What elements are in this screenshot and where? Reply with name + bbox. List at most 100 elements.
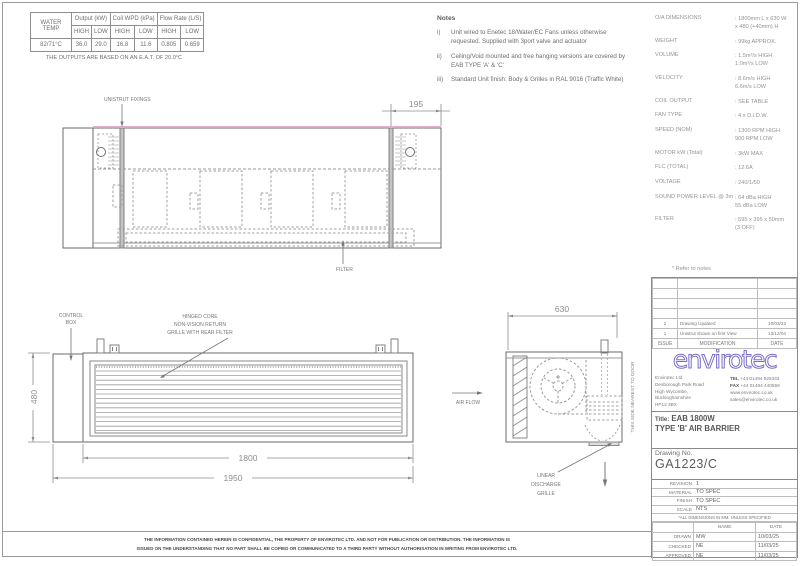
flow-rate-header: Flow Rate (L/S) (156, 12, 205, 26)
spec-row: WEIGHT : 99kg APPROX. (655, 38, 797, 46)
drawing-fields: REVISION 1 MATERIAL TO SPEC FINISH TO SP… (652, 480, 797, 514)
spec-row: VOLTAGE : 240/1/50 (655, 179, 797, 187)
note-item: ii) Ceiling/Void mounted and free hangin… (437, 53, 637, 71)
fax-value: +44 01494 440559 (740, 383, 780, 389)
sign-role: DRAWN (652, 531, 694, 542)
spec-row: VOLUME : 1.5m³/s HIGH 1.0m³/s LOW (655, 52, 797, 68)
fixing-hole-left (96, 147, 106, 157)
water-temp-header: WATER TEMP (30, 12, 72, 39)
sign-off-table: NAME DATE DRAWN MW 10/03/25 CHECKED NE 1… (652, 522, 797, 561)
unistrut-left (119, 127, 125, 249)
flow-low: 0.659 (180, 38, 205, 52)
grille-leader (160, 337, 229, 378)
grille-frame (89, 360, 408, 437)
high-label: HIGH (109, 25, 135, 39)
spec-label: SPEED (NOM) (655, 126, 693, 133)
sign-role: CHECKED (652, 541, 694, 552)
envirotec-logo: envirotec (672, 349, 778, 373)
unistrut-arrow (120, 104, 124, 127)
low-label: LOW (91, 25, 111, 39)
spec-value: : 8.6m/s HIGH 6.6m/s LOW (735, 76, 771, 91)
grille-hatch (512, 356, 528, 437)
spec-row: VELOCITY : 8.6m/s HIGH 6.6m/s LOW (655, 75, 797, 91)
side-bracket (600, 339, 609, 354)
discharge-label-2: DISCHARGE (531, 482, 561, 488)
dim-1800-text: 1800 (239, 453, 258, 463)
fixing-tabs (96, 338, 399, 354)
sign-role: APPROVED (652, 550, 694, 561)
field-row-finish: FINISH TO SPEC (652, 496, 797, 506)
front-view: 480 1800 (28, 313, 414, 483)
title-block: 2 Drawing Updated 10/03/23 1 Unistrut sh… (651, 277, 798, 561)
drawing-title-line2: TYPE 'B' AIR BARRIER (655, 424, 740, 434)
spec-label: COIL OUTPUT (655, 97, 693, 104)
spec-label: VOLUME (655, 52, 679, 59)
note-text: Standard Unit finish: Body & Grilles in … (451, 76, 624, 84)
notes-heading: Notes (437, 15, 456, 22)
coil-wpd-header: Coil WPD (kPa) (109, 12, 158, 26)
plan-end-cap (62, 127, 94, 249)
side-unit-outline (505, 351, 623, 443)
dim-480-text: 480 (29, 390, 39, 404)
grille-louvres (96, 370, 401, 431)
field-label: SCALE (652, 505, 694, 514)
dim-195 (382, 104, 450, 126)
spec-value: : 1800mm L x 630 W x 480 (+40mm) H (735, 16, 787, 31)
dim-480 (28, 352, 50, 443)
dim-195-text: 195 (409, 99, 423, 109)
revision-empty-row (652, 288, 797, 299)
control-box-arrow (69, 328, 73, 361)
high-label: HIGH (156, 25, 182, 39)
spec-value: : 3kW MAX (735, 150, 763, 157)
spec-row: FILTER : 595 x 395 x 50mm (3 OFF) (655, 216, 797, 232)
spec-row: SPEED (NOM) : 1300 RPM HIGH 900 RPM LOW (655, 127, 797, 143)
spec-value: : 64 dBa HIGH 55 dBa LOW (735, 194, 772, 209)
plan-unit-outline (92, 127, 442, 249)
grille-label-2: NON-VISION RETURN (174, 322, 226, 328)
low-label: LOW (180, 25, 205, 39)
drawing-no-value: GA1223/C (655, 457, 718, 471)
title-label: Title: (655, 417, 670, 423)
spec-label: FILTER (655, 216, 674, 223)
grille-label-1: HINGED CORE (182, 314, 218, 320)
email: sales@envirotec.co.uk (730, 397, 778, 403)
tel-value: +44 01494 525342 (740, 376, 780, 381)
dimensions-note: *ALL DIMENSIONS IN MM. UNLESS SPECIFIED (652, 514, 797, 522)
drawing-title-line1: EAB 1800W (671, 414, 715, 423)
spec-label: WEIGHT (655, 37, 678, 44)
plan-filter (117, 228, 415, 247)
spec-label: FAN TYPE (655, 112, 682, 119)
spec-label: VELOCITY (655, 75, 683, 82)
side-view: 630 AIR FLOW LINEAR DISCHARGE GRILLE THI… (452, 304, 636, 497)
sign-date: 10/03/25 (755, 531, 797, 542)
revision-empty-row (652, 298, 797, 309)
note-item: i) Unit wired to Enetec 18/Water/EC Fans… (437, 29, 637, 47)
disclaimer-line-2: ISSUED ON THE UNDERSTANDING THAT NO PART… (136, 545, 518, 551)
discharge-grille (584, 424, 621, 446)
sign-header-row: NAME DATE (652, 522, 797, 533)
fax-line: FAX +44 01494 440559 (730, 382, 794, 389)
modification-header: MODIFICATION (677, 338, 758, 349)
spec-value: : 240/1/50 (735, 179, 760, 186)
refer-to-notes: * Refer to notes (672, 266, 711, 272)
date-header: DATE (755, 522, 797, 533)
sign-row-approved: APPROVED NE 11/03/25 (652, 550, 797, 561)
water-table-section: WATER TEMP Output (kW) Coil WPD (kPa) Fl… (30, 12, 205, 61)
note-number: i) (437, 28, 441, 36)
spec-label: FLC (TOTAL) (655, 164, 689, 171)
field-row-revision: REVISION 1 (652, 480, 797, 489)
spec-value: : 1.5m³/s HIGH 1.0m³/s LOW (735, 53, 773, 68)
wpd-high: 16.8 (109, 38, 135, 52)
sign-row-checked: CHECKED NE 11/03/25 (652, 541, 797, 552)
website: www.envirotec.co.uk (730, 390, 773, 396)
tel-line: TEL +44 01494 525342 (730, 375, 794, 382)
spec-value: : SEE TABLE (735, 98, 769, 105)
side-coil (586, 395, 623, 421)
low-label: LOW (133, 25, 158, 39)
disclaimer: THE INFORMATION CONTAINED HEREIN IS CONF… (2, 531, 652, 557)
unistrut-fixings-label: UNISTRUT FIXINGS (104, 97, 151, 103)
return-grille (94, 364, 403, 434)
contact-block: TEL +44 01494 525342 FAX +44 01494 44055… (730, 375, 794, 409)
field-row-material: MATERIAL TO SPEC (652, 488, 797, 497)
